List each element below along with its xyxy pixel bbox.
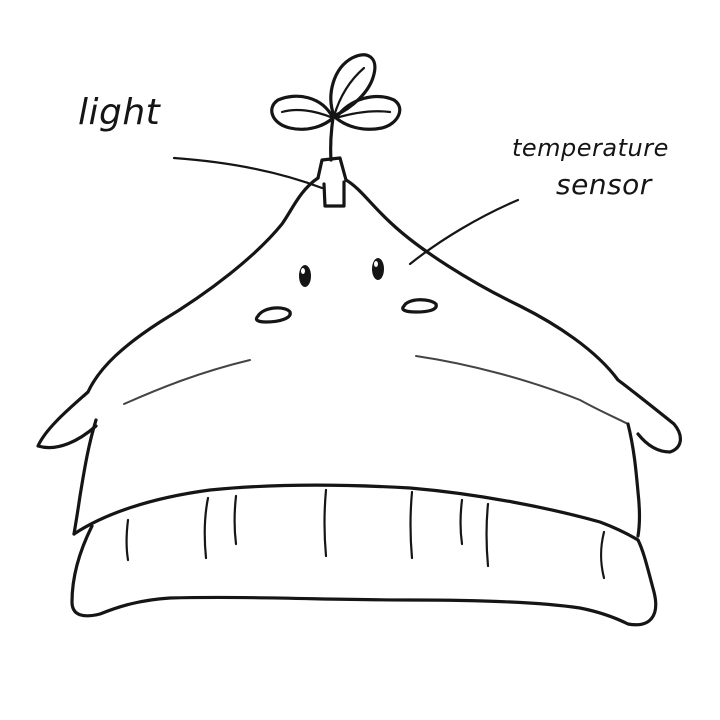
- left-eye: [299, 265, 311, 287]
- temperature-callout-line: [410, 200, 518, 264]
- light-callout-line: [174, 158, 322, 188]
- crown-fold-left: [124, 360, 250, 404]
- right-eye: [372, 258, 384, 280]
- right-cheek: [403, 300, 437, 312]
- face: [256, 258, 436, 322]
- light-housing: [318, 158, 346, 206]
- hat-crown-outline-right: [346, 180, 680, 452]
- crown-side-left: [74, 420, 96, 534]
- hat-crown-outline: [38, 178, 318, 448]
- brim-top-edge: [74, 485, 638, 540]
- temperature-label: temperature: [512, 134, 669, 162]
- crown-side-right: [628, 424, 640, 536]
- crown-fold-right: [416, 356, 628, 424]
- brim-ribbing: [127, 490, 605, 578]
- brim-outline: [72, 526, 656, 625]
- left-cheek: [256, 308, 290, 322]
- sensor-label: sensor: [556, 168, 652, 201]
- sprout-icon: [272, 55, 400, 160]
- light-label: light: [78, 92, 160, 133]
